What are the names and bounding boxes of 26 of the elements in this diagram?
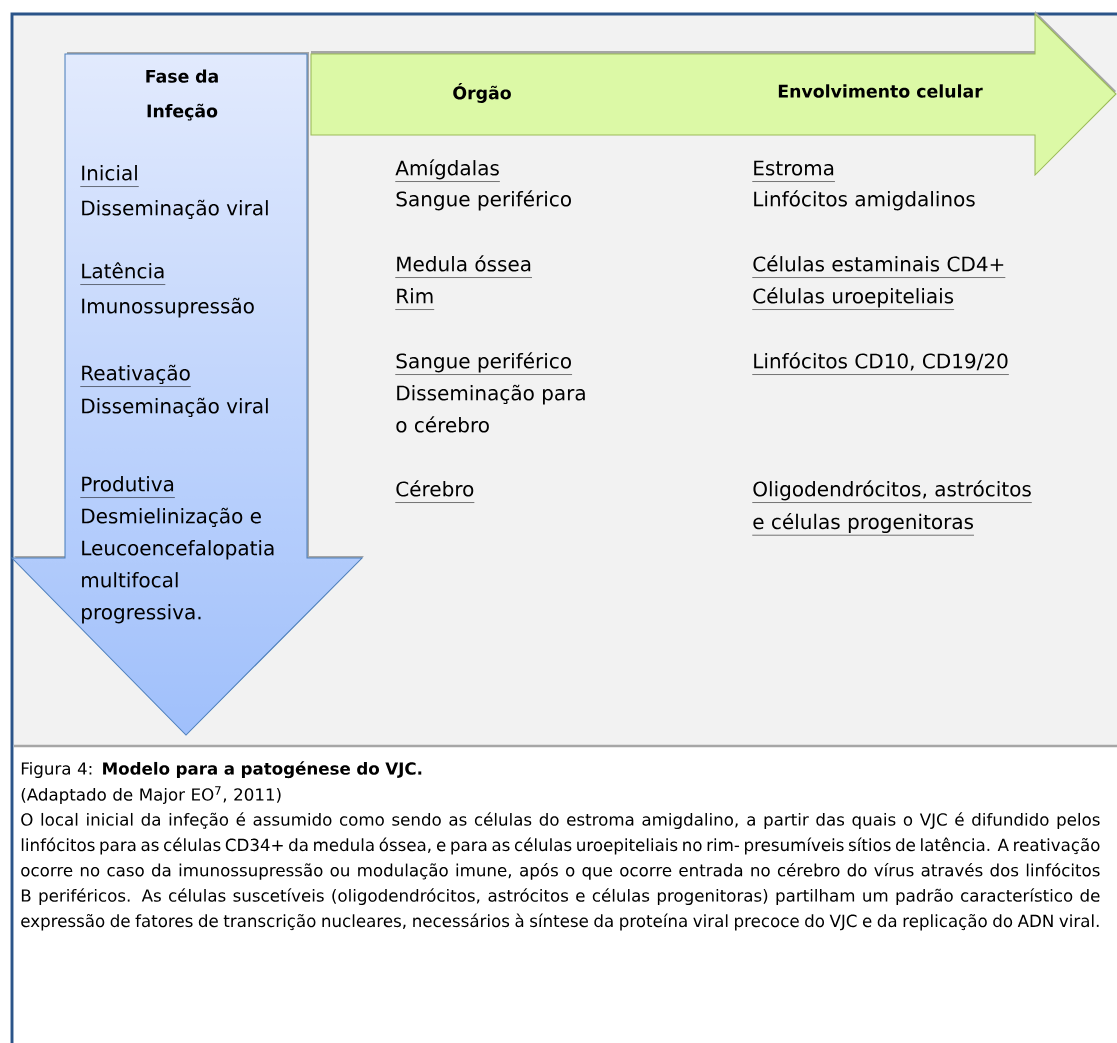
column-heading: Envolvimento celular: [778, 84, 983, 98]
cell-entry: Linfócitos CD10, CD19/20: [752, 352, 1010, 375]
cell-entry: Estroma: [752, 160, 836, 182]
column-heading: Fase da Infeção: [146, 69, 218, 121]
stage-description: Disseminação viral: [82, 199, 268, 220]
column-heading: Órgão: [453, 83, 511, 103]
source-note: (Adaptado de Major EO$^{7}$, 2011): [21, 786, 281, 805]
organ-entry: Rim: [395, 288, 435, 310]
organ-entry: Sangue periférico: [395, 352, 573, 375]
organ-entry: Amígdalas: [395, 159, 501, 182]
cell-entry: Células estaminais CD4+: [752, 255, 1006, 278]
caption-paragraph: O local inicial da infeção é assumido como sendo as células do estroma amigdalino, a partir das quais o VJC é difundido pelos linfócitos para as células CD34+ da medula óssea, e para as células uroepiteliais no rim- presumíveis sítios de latência. A reativação ocorre no caso da imunossupressão ou modulação imune, após o que ocorre entrada no cérebro do vírus através dos linfócitos B periféricos. As células suscetíveis (oligodendrócitos, astrócitos e células progenitoras) partilham um padrão característico de expressão de fatores de transcrição nucleares, necessários à síntese da proteína viral precoce do VJC e da replicação do ADN viral.: [21, 812, 1100, 931]
cell-entry: Células uroepiteliais: [752, 287, 955, 310]
stage-name: Inicial: [80, 165, 140, 187]
stage-name: Reativação: [80, 364, 192, 387]
figure-caption: Figura 4: Modelo para a patogénese do VJC.: [21, 761, 422, 779]
organ-entry: Sangue periférico: [396, 190, 571, 211]
organ-entry: Cérebro: [395, 480, 475, 503]
stage-name: Produtiva: [80, 476, 176, 498]
stage-description: Imunossupressão: [82, 297, 254, 318]
stage-description: Disseminação viral: [82, 397, 268, 418]
organ-entry: Disseminação para o cérebro: [396, 384, 585, 433]
cell-entry: Oligodendrócitos, astrócitos e células progenitoras: [752, 480, 1033, 536]
stage-name: Latência: [80, 262, 166, 285]
organ-entry: Medula óssea: [395, 255, 533, 278]
stage-description: Desmielinização e Leucoencefalopatia multifocal progressiva.: [82, 507, 274, 624]
